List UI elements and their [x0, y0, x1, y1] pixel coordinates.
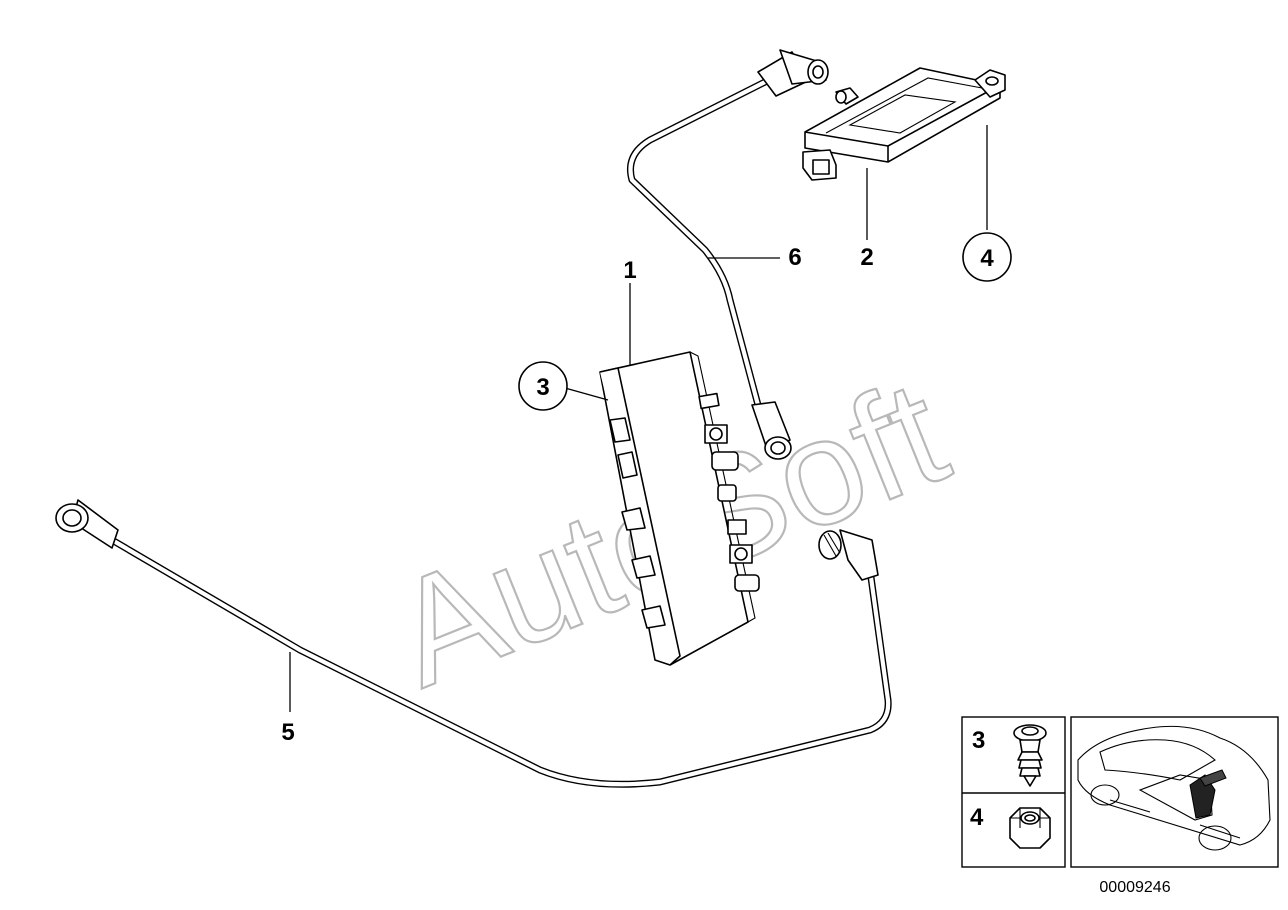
car-icon: [1077, 725, 1271, 851]
legend-item-3-label: 3: [972, 727, 985, 754]
nut-icon: [1009, 807, 1051, 849]
module-connectors: [698, 392, 760, 592]
callout-4-circle: [962, 232, 1012, 282]
legend-box: 3 4: [961, 716, 1066, 868]
callout-3: 3: [536, 374, 549, 401]
callout-5: 5: [281, 719, 294, 746]
cable-5-left-connector: [55, 499, 119, 549]
part-1-module: [599, 351, 760, 666]
module-clips: [609, 417, 666, 629]
cable-6-bottom-connector: [751, 401, 792, 460]
callout-6: 6: [788, 244, 801, 271]
diagram-number: 00009246: [1099, 879, 1170, 896]
callouts: 1 2 6 5 4 3: [281, 232, 1012, 746]
callout-1: 1: [623, 257, 636, 284]
callout-3-circle: [518, 361, 568, 411]
cable-5: [55, 499, 892, 788]
callout-2: 2: [860, 244, 873, 271]
cable-6-top-connector: [757, 49, 829, 97]
screw-clip-icon: [1013, 724, 1047, 787]
cable-6: [627, 49, 829, 460]
part-2-amplifier: [802, 67, 1006, 181]
leader-lines: [289, 125, 988, 712]
legend-item-4-label: 4: [970, 804, 984, 831]
cable-5-right-connector: [818, 529, 879, 581]
callout-4: 4: [980, 245, 994, 272]
car-location-inset: [1070, 716, 1279, 868]
